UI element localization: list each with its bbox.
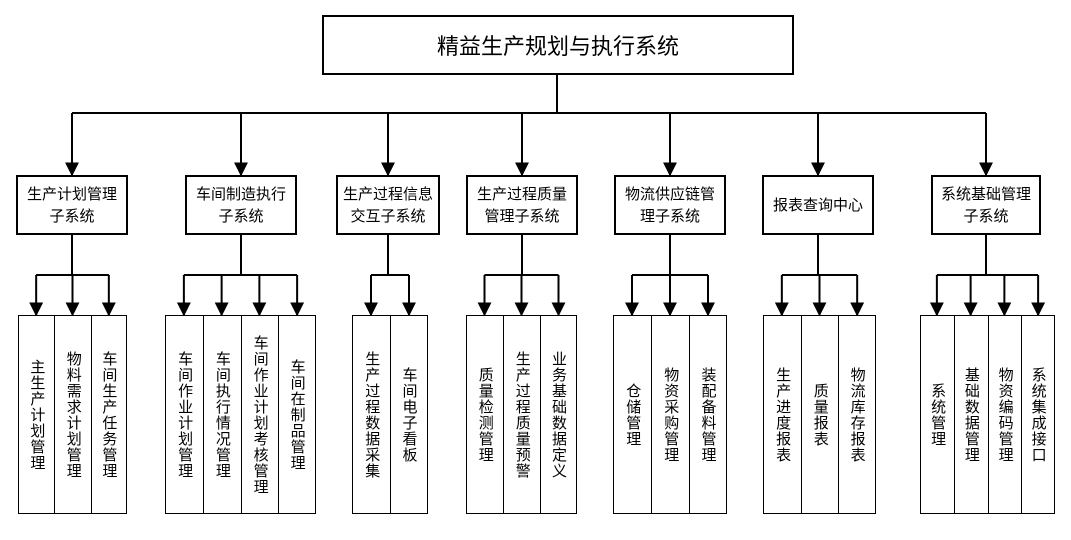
module-box-1-2: 物料需求计划管理 [54, 315, 93, 514]
module-box-2-3: 车间作业计划考核管理 [240, 315, 280, 514]
module-box-7-3: 物资编码管理 [987, 315, 1023, 514]
module-box-4-3: 业务基础数据定义 [540, 315, 577, 514]
subsystem-box-2: 车间制造执行 子系统 [185, 175, 297, 235]
module-box-3-1: 生产过程数据采集 [352, 315, 392, 514]
subsystem-box-4: 生产过程质量 管理子系统 [466, 175, 578, 235]
subsystem-box-6: 报表查询中心 [762, 175, 874, 235]
module-box-2-1: 车间作业计划管理 [165, 315, 205, 514]
module-box-2-2: 车间执行情况管理 [202, 315, 242, 514]
module-box-5-2: 物资采购管理 [651, 315, 691, 514]
module-box-2-4: 车间在制品管理 [278, 315, 316, 514]
module-box-6-1: 生产进度报表 [763, 315, 803, 514]
subsystem-box-1: 生产计划管理 子系统 [16, 175, 128, 235]
module-box-7-4: 系统集成接口 [1021, 315, 1055, 514]
module-box-7-2: 基础数据管理 [953, 315, 989, 514]
module-box-6-2: 质量报表 [800, 315, 840, 514]
subsystem-box-5: 物流供应链管 理子系统 [614, 175, 726, 235]
module-box-1-1: 主生产计划管理 [18, 315, 56, 514]
subsystem-box-7: 系统基础管理 子系统 [931, 175, 1041, 235]
module-box-5-3: 装配备料管理 [689, 315, 727, 514]
root-system-box: 精益生产规划与执行系统 [322, 15, 794, 75]
module-box-5-1: 仓储管理 [613, 315, 653, 514]
module-box-1-3: 车间生产任务管理 [90, 315, 127, 514]
module-box-4-2: 生产过程质量预警 [503, 315, 542, 514]
module-box-7-1: 系统管理 [920, 315, 956, 514]
module-box-6-3: 物流库存报表 [838, 315, 876, 514]
module-box-4-1: 质量检测管理 [466, 315, 505, 514]
subsystem-box-3: 生产过程信息 交互子系统 [336, 175, 440, 235]
module-box-3-2: 车间电子看板 [390, 315, 428, 514]
